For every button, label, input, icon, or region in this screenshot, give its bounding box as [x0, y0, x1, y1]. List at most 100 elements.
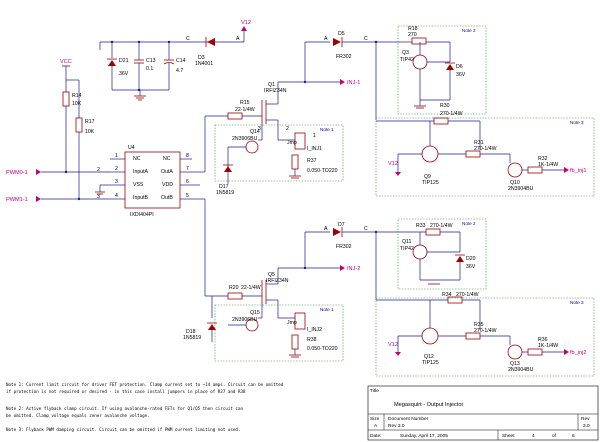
svg-text:OutB: OutB [161, 195, 173, 201]
svg-text:A: A [324, 36, 328, 42]
notes-block: Note 1: Current limit circuit for driver… [6, 382, 284, 432]
resistor-r36-icon [527, 348, 543, 356]
net-vcc: VCC [60, 59, 72, 65]
svg-text:VDD: VDD [162, 182, 173, 188]
note-box [214, 304, 344, 362]
input-arrow-icon [36, 196, 41, 202]
svg-text:10K: 10K [85, 129, 95, 135]
svg-text:270: 270 [408, 32, 417, 38]
zener-d20-icon [456, 256, 464, 262]
svg-text:22-1/4W: 22-1/4W [235, 107, 255, 113]
svg-text:Q1: Q1 [268, 82, 275, 88]
svg-text:Jmp: Jmp [287, 140, 297, 146]
svg-text:Jmp: Jmp [287, 320, 297, 326]
svg-text:D3: D3 [198, 55, 205, 61]
svg-text:Sheet: Sheet [502, 433, 515, 439]
svg-text:0.050-TO220: 0.050-TO220 [307, 168, 338, 174]
svg-text:Note 3: Note 3 [570, 300, 584, 305]
svg-text:Q9: Q9 [424, 174, 431, 180]
svg-text:Q13: Q13 [510, 361, 520, 367]
svg-text:6: 6 [186, 179, 189, 185]
svg-text:R15: R15 [240, 100, 250, 106]
net-pwm0: PWM0-1 [6, 170, 28, 176]
resistor-r17-icon [75, 117, 83, 133]
resistor-r30-icon [433, 117, 449, 125]
diode-d5-icon [333, 38, 341, 46]
ic-u4: U4 IXDI404PI NC InputA VSS InputB NC Out… [110, 145, 200, 218]
svg-text:FR302: FR302 [336, 54, 352, 60]
svg-text:2N3906BU: 2N3906BU [232, 317, 258, 323]
svg-text:R18: R18 [408, 26, 418, 32]
svg-text:D5: D5 [338, 31, 345, 37]
power-arrow-icon [241, 26, 247, 31]
net-fb-inj2: fb_inj2 [570, 350, 586, 356]
svg-text:A: A [324, 226, 328, 232]
note-line: be omitted. Clamp voltage equals zener a… [6, 413, 150, 418]
svg-text:270-1/4W: 270-1/4W [456, 292, 479, 298]
svg-text:IRFIZ34N: IRFIZ34N [266, 278, 289, 284]
output-arrow-icon [340, 79, 345, 85]
svg-text:Date:: Date: [370, 433, 381, 439]
svg-text:I_INJ1: I_INJ1 [307, 146, 322, 152]
svg-text:VSS: VSS [133, 182, 144, 188]
svg-text:8: 8 [186, 153, 189, 159]
svg-text:Note 1: Note 1 [320, 127, 334, 132]
svg-text:Document Number: Document Number [388, 416, 429, 422]
net-inj1: INJ-1 [347, 80, 360, 86]
svg-text:R30: R30 [440, 103, 450, 109]
net-v12-q12: V12 [388, 342, 398, 348]
net-inj2: INJ-2 [347, 266, 360, 272]
net-v12-q9: V12 [388, 161, 398, 167]
resistor-r14-icon [62, 91, 70, 107]
svg-text:4: 4 [115, 193, 118, 199]
power-arrow-icon [395, 352, 401, 356]
jumper-jmp2-icon [294, 312, 306, 330]
channel-1: R15 22-1/4W Q1 IRFIZ34N INJ-1 D5 FR302 A… [214, 31, 398, 196]
net-fb-inj1: fb_inj1 [570, 168, 586, 174]
channel-2-clamp: Note 2 R33 270-1/4W Q11 TIP42 D20 36V No… [375, 218, 595, 377]
pwm-inputs: PWM0-1 PWM1-1 2 3 [6, 167, 110, 203]
svg-text:4.7: 4.7 [176, 68, 183, 74]
note-box [397, 218, 487, 290]
svg-text:R35: R35 [474, 322, 484, 328]
output-arrow-icon [564, 349, 569, 355]
svg-text:1N4001: 1N4001 [195, 61, 213, 67]
svg-text:7: 7 [186, 166, 189, 172]
svg-text:C: C [364, 226, 368, 232]
resistor-r37-icon [291, 154, 299, 170]
svg-text:Note 2: Note 2 [462, 28, 476, 33]
resistor-r33-icon [425, 228, 441, 236]
net-v12-top: V12 [241, 20, 251, 26]
diode-d7-icon [333, 228, 341, 236]
zener-d6-icon [446, 64, 454, 70]
resistor-r20-icon [227, 292, 243, 300]
svg-text:IXDI404PI: IXDI404PI [130, 212, 154, 218]
note-line: Note 2: Active flyback clamp circuit. If… [6, 406, 243, 411]
svg-text:2N3904BU: 2N3904BU [508, 186, 534, 192]
svg-text:FR302: FR302 [336, 244, 352, 250]
diode-d18-icon [208, 324, 216, 330]
svg-text:6: 6 [572, 433, 575, 439]
note-box [375, 297, 595, 377]
svg-text:R14: R14 [72, 93, 82, 99]
net-pwm1: PWM1-1 [6, 197, 28, 203]
diode-d17-icon [224, 166, 232, 172]
svg-text:0.050-TO220: 0.050-TO220 [307, 346, 338, 352]
svg-text:Sunday, April 17, 2005: Sunday, April 17, 2005 [400, 433, 448, 439]
svg-text:D7: D7 [338, 222, 345, 228]
svg-text:R36: R36 [538, 337, 548, 343]
svg-text:3.0: 3.0 [583, 423, 590, 429]
svg-text:5: 5 [186, 193, 189, 199]
jumper-jmp1-icon [294, 132, 306, 150]
page-title: Megasquirt - Output Injector [394, 402, 463, 408]
svg-text:R17: R17 [85, 119, 95, 125]
svg-text:1N5819: 1N5819 [183, 335, 201, 341]
note-line: Note 1: Current limit circuit for driver… [6, 382, 284, 387]
svg-text:D6: D6 [456, 64, 463, 70]
note-box [397, 25, 487, 115]
svg-text:Note 2: Note 2 [462, 221, 476, 226]
svg-text:2N3904BU: 2N3904BU [508, 367, 534, 373]
output-arrow-icon [340, 265, 345, 271]
